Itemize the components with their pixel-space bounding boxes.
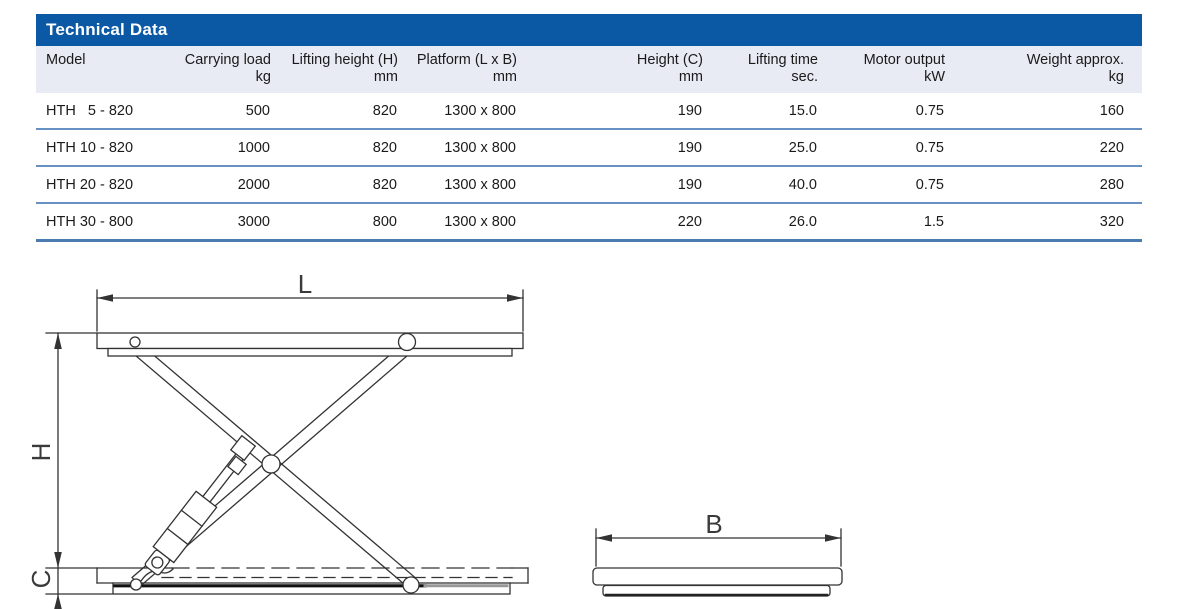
cell-model: HTH 30 - 800 (36, 203, 170, 242)
cell-lifting-height: 820 (271, 93, 398, 130)
cell-platform: 1300 x 800 (398, 166, 517, 204)
cell-lifting-height: 800 (271, 203, 398, 242)
cell-model: HTH 5 - 820 (36, 93, 170, 130)
table-title: Technical Data (46, 20, 168, 39)
hinge-circle (129, 578, 143, 591)
spec-table-body: HTH 5 - 820 500 820 1300 x 800 190 15.0 … (36, 93, 1142, 242)
dimension-h-c: H C (26, 332, 113, 609)
dimension-label-b: B (705, 509, 722, 539)
cell-height-c: 190 (517, 129, 703, 167)
cell-lifting-time: 40.0 (703, 166, 818, 204)
arrowhead (825, 534, 841, 542)
table-row: HTH 5 - 820 500 820 1300 x 800 190 15.0 … (36, 93, 1142, 130)
center-pivot-circle (261, 454, 281, 474)
dimension-b: B (595, 509, 842, 567)
dimension-label-l: L (298, 269, 312, 299)
cell-height-c: 190 (517, 166, 703, 204)
cell-model: HTH 20 - 820 (36, 166, 170, 204)
cell-motor-output: 1.5 (818, 203, 945, 242)
hinge-circle (397, 332, 417, 352)
table-row: HTH 20 - 820 2000 820 1300 x 800 190 40.… (36, 166, 1142, 204)
cell-weight: 280 (945, 166, 1142, 204)
cell-motor-output: 0.75 (818, 166, 945, 204)
column-header-platform: Platform (L x B) mm (398, 46, 517, 93)
cell-lifting-height: 820 (271, 166, 398, 204)
hydraulic-cylinder (144, 434, 257, 576)
platform-end-view (592, 567, 843, 586)
cell-model: HTH 10 - 820 (36, 129, 170, 167)
column-header-lifting-time: Lifting time sec. (703, 46, 818, 93)
cell-carrying-load: 2000 (170, 166, 271, 204)
cell-height-c: 220 (517, 203, 703, 242)
end-view-drawing: B (592, 509, 843, 597)
spec-table-header: Model Carrying load kg Lifting height (H… (36, 46, 1142, 93)
column-header-carrying-load: Carrying load kg (170, 46, 271, 93)
arrowhead (54, 333, 62, 349)
cell-motor-output: 0.75 (818, 129, 945, 167)
cell-platform: 1300 x 800 (398, 129, 517, 167)
cell-carrying-load: 3000 (170, 203, 271, 242)
cell-platform: 1300 x 800 (398, 203, 517, 242)
cell-weight: 320 (945, 203, 1142, 242)
technical-data-table: Technical Data Model Carrying load kg Li… (36, 14, 1142, 242)
column-header-model: Model (36, 46, 170, 93)
cell-height-c: 190 (517, 93, 703, 130)
arrowhead (54, 552, 62, 568)
dimension-l: L (96, 269, 524, 332)
dimension-label-c: C (26, 570, 56, 589)
cell-lifting-height: 820 (271, 129, 398, 167)
column-header-motor-output: Motor output kW (818, 46, 945, 93)
column-header-lifting-height: Lifting height (H) mm (271, 46, 398, 93)
arrowhead (54, 594, 62, 609)
column-header-height-c: Height (C) mm (517, 46, 703, 93)
cell-carrying-load: 1000 (170, 129, 271, 167)
arrowhead (97, 294, 113, 302)
cell-lifting-time: 25.0 (703, 129, 818, 167)
arrowhead (596, 534, 612, 542)
cell-lifting-time: 26.0 (703, 203, 818, 242)
hinge-circle (129, 336, 141, 348)
spec-table: Model Carrying load kg Lifting height (H… (36, 46, 1142, 242)
cell-platform: 1300 x 800 (398, 93, 517, 130)
cell-carrying-load: 500 (170, 93, 271, 130)
table-row: HTH 10 - 820 1000 820 1300 x 800 190 25.… (36, 129, 1142, 167)
cell-lifting-time: 15.0 (703, 93, 818, 130)
cell-motor-output: 0.75 (818, 93, 945, 130)
table-row: HTH 30 - 800 3000 800 1300 x 800 220 26.… (36, 203, 1142, 242)
cell-weight: 160 (945, 93, 1142, 130)
column-header-weight: Weight approx. kg (945, 46, 1142, 93)
roller-circle (402, 576, 420, 594)
dimension-label-h: H (26, 443, 56, 462)
cell-weight: 220 (945, 129, 1142, 167)
table-title-bar: Technical Data (36, 14, 1142, 46)
side-view-drawing: L H C (26, 269, 529, 609)
arrowhead (507, 294, 523, 302)
